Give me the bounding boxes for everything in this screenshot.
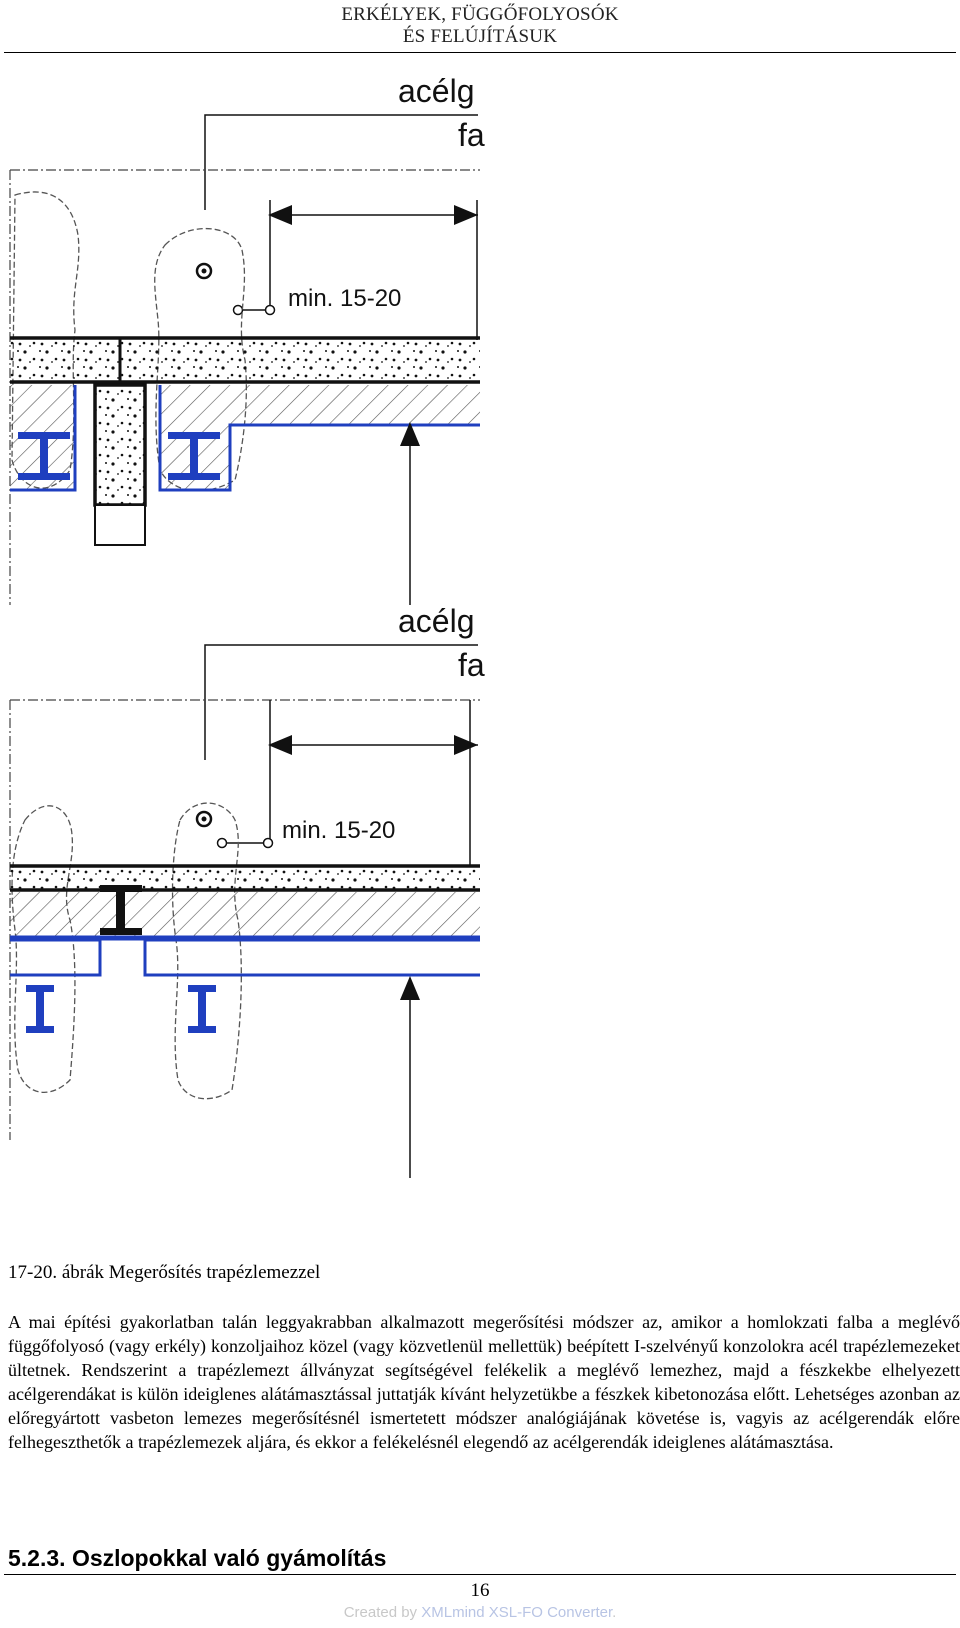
bottom-label-fa: fa [458,647,485,683]
page-number: 16 [470,1580,490,1601]
bottom-label-acelg: acélg [398,603,475,639]
top-trapezoidal-sheet [10,385,480,492]
section-number: 5.2.3. [8,1545,66,1571]
running-header: ERKÉLYEK, FÜGGŐFOLYOSÓK ÉS FELÚJÍTÁSUK [0,4,960,48]
top-leader-line [204,114,478,210]
top-label-acelg: acélg [398,73,475,109]
bottom-hatched-slab [10,892,480,938]
detail-bottom: acélg fa min. 15-20 [9,603,485,1178]
top-pocket-base [94,504,146,546]
figure-caption: 17-20. ábrák Megerősítés trapézlemezzel [8,1262,321,1283]
bottom-dimension-text: min. 15-20 [282,817,395,844]
bottom-trapezoidal-sheet [10,938,480,977]
bottom-node-2 [262,837,274,849]
section-heading: 5.2.3. Oszlopokkal való gyámolítás [8,1545,386,1572]
bottom-dimension-arrow-right [454,735,478,755]
bottom-i-beam-center [100,885,142,935]
header-line-2: ÉS FELÚJÍTÁSUK [402,26,558,47]
top-i-beam-left [18,432,70,480]
bottom-node-1 [216,837,228,849]
top-i-beam-right [168,432,220,480]
header-divider [4,52,956,53]
bottom-dimension-arrow-left [268,735,292,755]
top-concrete-slab [10,338,480,382]
bottom-i-beam-right [188,985,216,1033]
bottom-support-arrow [400,976,420,1000]
top-node-1 [232,304,244,316]
converter-credit: Created by XMLmind XSL-FO Converter. [0,1604,960,1621]
body-paragraph: A mai építési gyakorlatban talán leggyak… [8,1312,960,1452]
top-dimension-arrow-right [454,205,478,225]
converter-prefix: Created by [343,1604,422,1621]
detail-top: acélg fa min. 15-20 [9,73,485,605]
header-line-1: ERKÉLYEK, FÜGGŐFOLYOSÓK [341,4,619,25]
top-support-arrow [400,422,420,446]
top-dimension-text: min. 15-20 [288,285,401,312]
top-dimension-arrow-left [268,205,292,225]
converter-suffix: . [612,1604,617,1621]
section-title-text: Oszlopokkal való gyámolítás [71,1545,387,1571]
top-hatched-masonry-right [160,385,480,425]
bottom-pivot-point [195,810,213,828]
bottom-concrete-slab [10,866,480,890]
top-label-fa: fa [458,117,485,153]
bottom-i-beam-left [26,985,54,1033]
bottom-leader-line [204,644,478,760]
top-pivot-point [195,262,213,280]
top-stone-outline-right [154,227,247,492]
converter-brand-link[interactable]: XMLmind XSL-FO Converter [421,1604,613,1621]
top-concrete-pocket [93,383,147,507]
footer-divider [4,1574,956,1575]
top-node-2 [264,304,276,316]
bottom-stone-outline-left [11,805,76,1093]
bottom-stone-outline-right [171,802,242,1100]
technical-drawing: acélg fa min. 15-20 [9,73,485,1178]
